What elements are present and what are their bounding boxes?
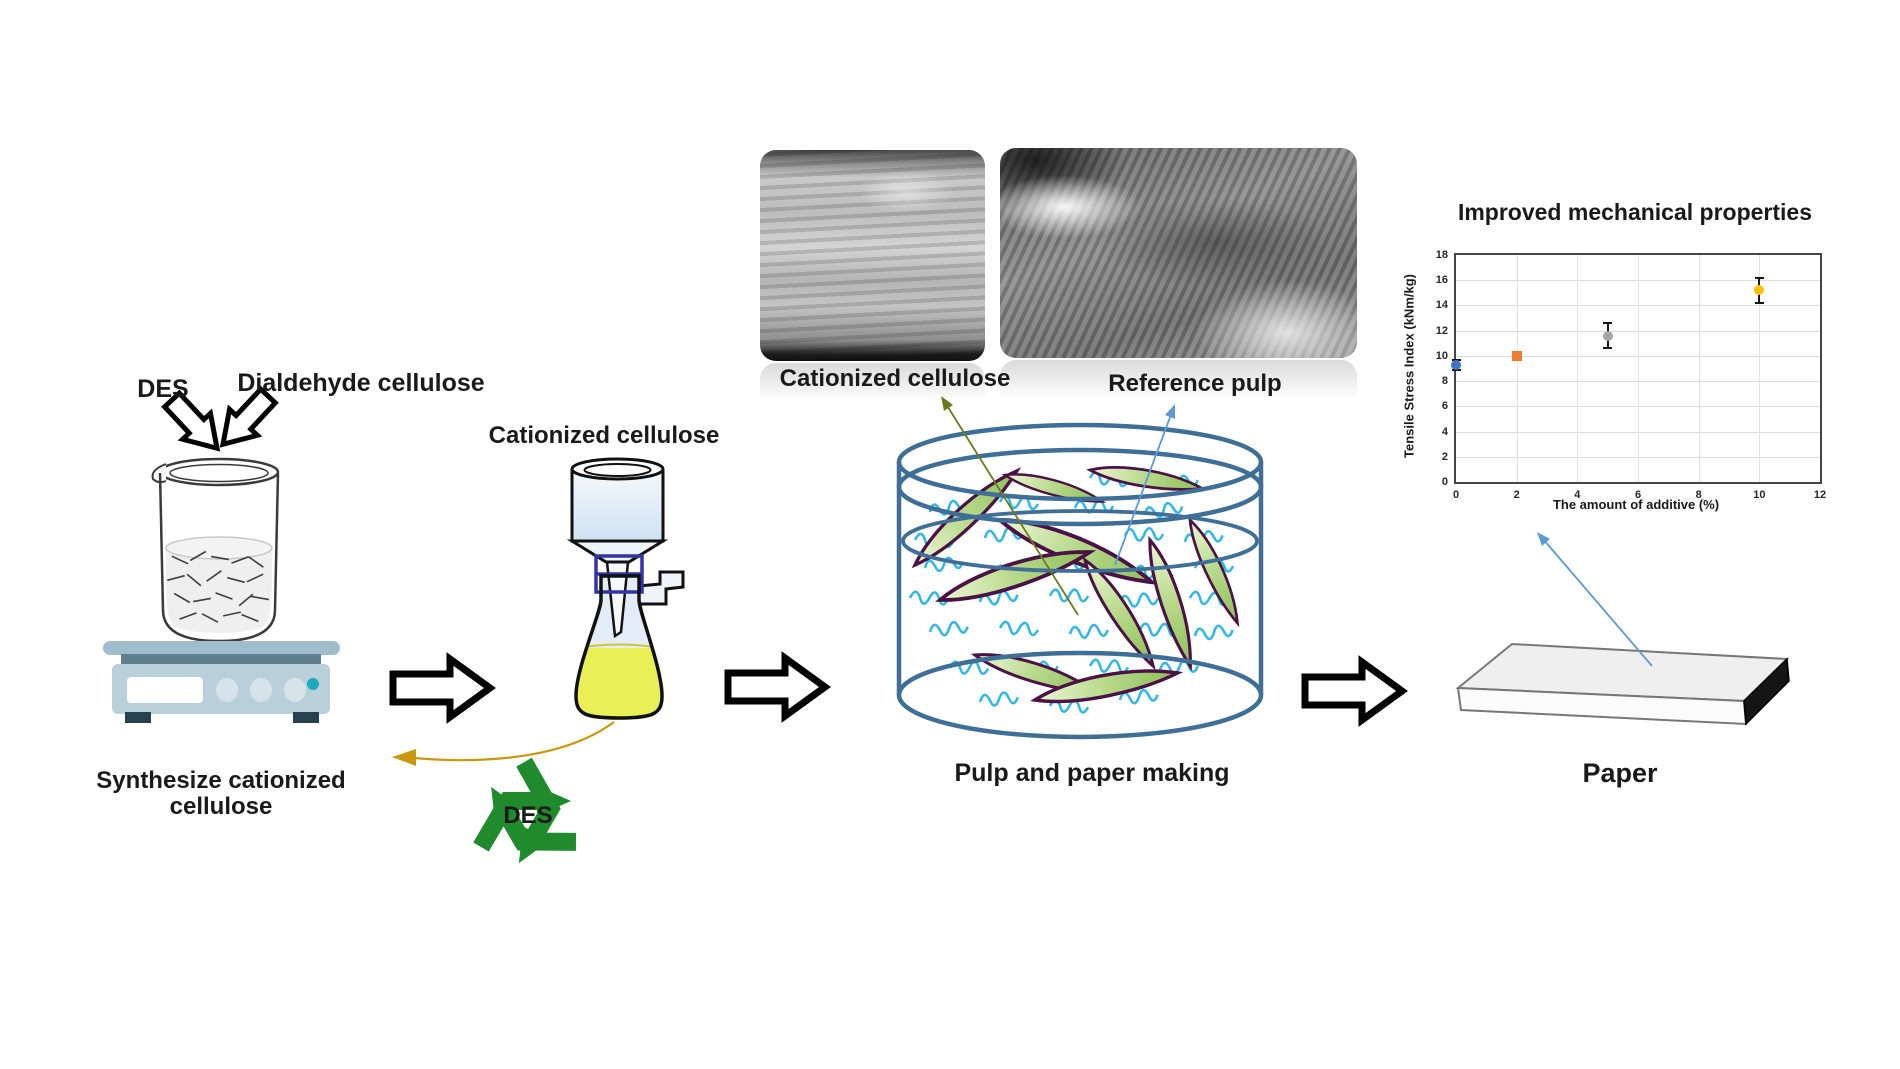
- lab-scale-icon: [103, 641, 340, 723]
- chart-y-axis-label: Tensile Stress Index (kNm/kg): [1401, 274, 1417, 459]
- error-bar-cap: [1603, 347, 1613, 350]
- y-tick-label: 0: [1441, 476, 1448, 488]
- sem-right-reflection: [1000, 360, 1357, 406]
- gridline-v: [1516, 255, 1518, 482]
- data-point-marker: [1511, 350, 1522, 361]
- pointer-paper-to-chart-icon: [1537, 532, 1653, 667]
- gridline-v: [1638, 255, 1639, 482]
- flow-arrow-2-icon: [728, 658, 825, 716]
- sem-right-caption: Reference pulp: [1108, 370, 1282, 397]
- sem-left-reflection: [760, 363, 985, 409]
- y-tick-label: 16: [1435, 274, 1448, 287]
- error-bar-cap: [1754, 301, 1764, 304]
- des-return-arrow-icon: [392, 721, 615, 766]
- gridline-v: [1698, 255, 1700, 482]
- flow-arrow-3-icon: [1305, 662, 1402, 720]
- y-tick-label: 10: [1435, 349, 1448, 362]
- gridline-v: [1759, 255, 1761, 482]
- data-point-marker: [1754, 285, 1765, 296]
- x-tick-label: 0: [1452, 489, 1460, 501]
- pointer-to-reference-sem-icon: [1114, 404, 1175, 566]
- des-reagent-label: DES: [137, 375, 189, 403]
- x-tick-label: 4: [1574, 489, 1581, 501]
- paper-caption: Paper: [1582, 758, 1658, 788]
- recycle-des-label: DES: [503, 802, 553, 829]
- y-tick-label: 2: [1441, 450, 1448, 463]
- y-tick-label: 18: [1435, 249, 1448, 261]
- data-point-marker: [1451, 359, 1461, 370]
- filter-flask-icon: [566, 457, 685, 720]
- sem-left-caption: Cationized cellulose: [779, 365, 1011, 392]
- chart-x-axis-label: The amount of additive (%): [1552, 497, 1720, 512]
- flow-arrow-1-icon: [393, 659, 490, 717]
- synthesis-caption: Synthesize cationized cellulose: [96, 767, 346, 821]
- data-point-marker: [1602, 330, 1613, 341]
- x-tick-label: 12: [1813, 489, 1827, 501]
- coarse-fibers: [904, 457, 1245, 709]
- error-bar-cap: [1451, 368, 1461, 371]
- x-tick-label: 8: [1695, 489, 1702, 501]
- chart-title: Improved mechanical properties: [1457, 199, 1813, 225]
- y-tick-label: 8: [1441, 375, 1448, 388]
- pointer-to-cationized-sem-icon: [941, 396, 1079, 616]
- y-tick-label: 12: [1435, 324, 1448, 337]
- sem-image-reference: [1000, 148, 1357, 358]
- dialdehyde-reagent-label: Dialdehyde cellulose: [237, 369, 485, 397]
- error-bar-cap: [1754, 276, 1764, 279]
- x-tick-label: 2: [1513, 489, 1520, 501]
- pulp-tank-icon: [896, 422, 1264, 740]
- beaker-icon: [151, 457, 280, 643]
- filtration-title: Cationized cellulose: [488, 422, 720, 449]
- y-tick-label: 6: [1441, 400, 1448, 413]
- error-bar-cap: [1603, 322, 1613, 325]
- sem-image-cationized: [760, 150, 985, 361]
- x-tick-label: 10: [1753, 489, 1766, 501]
- x-tick-label: 6: [1634, 489, 1642, 501]
- y-tick-label: 4: [1441, 425, 1448, 438]
- pulp-caption: Pulp and paper making: [954, 759, 1230, 787]
- gridline-v: [1577, 255, 1579, 482]
- chart-plot-area: 0 2 4 6 8 10 12 14 16 18 0 2 4 6 8 10 12: [1436, 249, 1826, 501]
- error-bar-cap: [1451, 358, 1461, 361]
- paper-sheet-icon: [1455, 642, 1790, 726]
- y-tick-label: 14: [1435, 299, 1448, 312]
